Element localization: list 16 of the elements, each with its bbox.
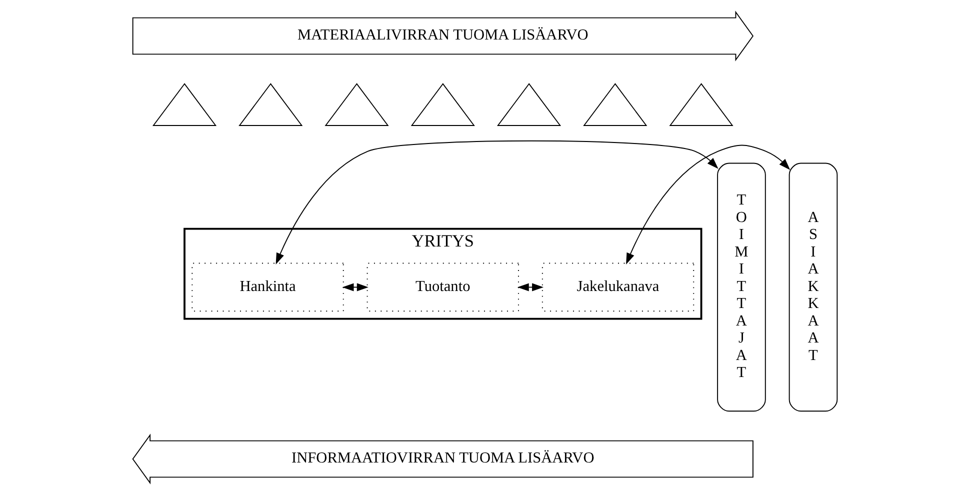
node-triangle bbox=[152, 83, 216, 126]
node-triangle bbox=[410, 83, 474, 126]
node-box: Tuotanto bbox=[366, 262, 518, 312]
node-triangle bbox=[238, 83, 302, 126]
node-triangle bbox=[668, 83, 733, 126]
arrow bbox=[516, 283, 544, 292]
arrow bbox=[626, 144, 790, 264]
node-triangle bbox=[582, 83, 647, 126]
arrow bbox=[275, 140, 718, 264]
node-box: TOIMITTAJAT bbox=[716, 162, 766, 412]
node-box: ASIAKKAAT bbox=[788, 162, 838, 412]
node-box: Jakelukanava bbox=[541, 262, 694, 312]
arrow bbox=[342, 283, 368, 292]
node-box: Hankinta bbox=[191, 262, 344, 312]
node-triangle bbox=[324, 83, 388, 126]
node-triangle bbox=[496, 83, 561, 126]
